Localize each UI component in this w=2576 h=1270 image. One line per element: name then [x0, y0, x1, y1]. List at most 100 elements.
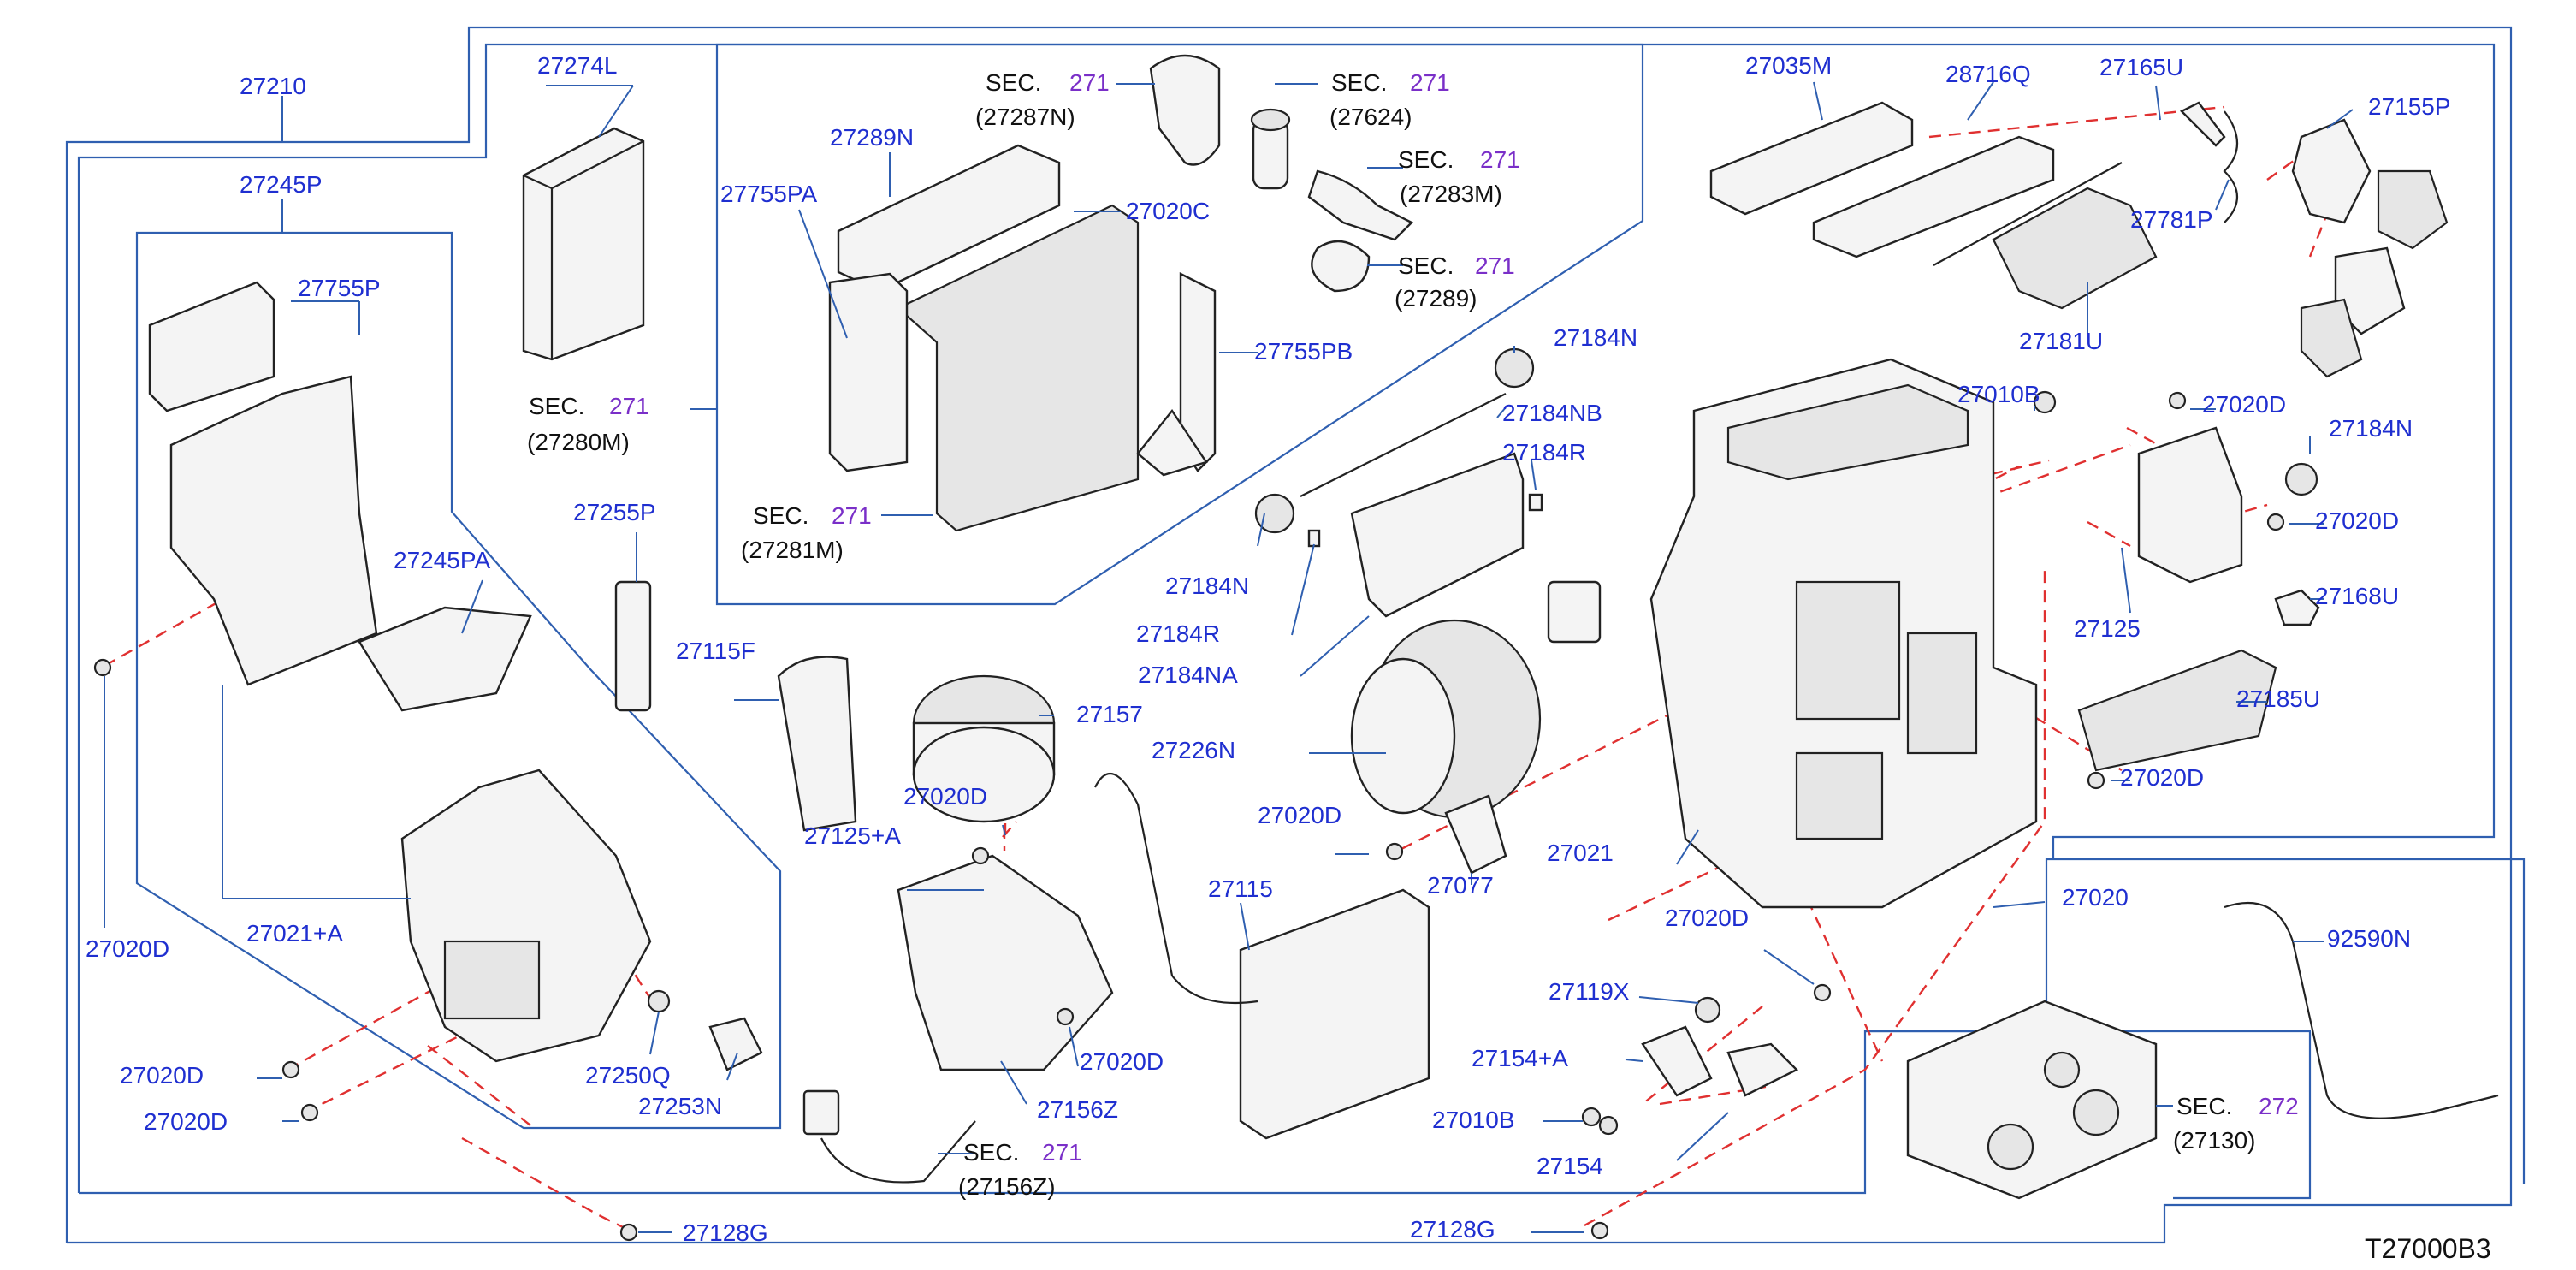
svg-text:SEC.: SEC. — [529, 393, 584, 419]
frame-27245P — [135, 231, 782, 1130]
svg-text:(27283M): (27283M) — [1400, 181, 1502, 207]
label-92590N: 92590N — [2327, 925, 2411, 952]
label-27020D-m4: 27020D — [1080, 1048, 1164, 1075]
label-27184N-b: 27184N — [1165, 573, 1249, 599]
label-27245P: 27245P — [240, 171, 323, 198]
svg-text:SEC.: SEC. — [2176, 1093, 2232, 1119]
secref-27281M: SEC. 271 (27281M) — [741, 502, 872, 563]
svg-text:(27130): (27130) — [2173, 1127, 2256, 1154]
grill-27245PA-shape — [358, 606, 532, 712]
label-27250Q: 27250Q — [585, 1062, 671, 1089]
door-27181U-shape — [1992, 187, 2158, 310]
svg-text:271: 271 — [1042, 1139, 1082, 1166]
label-27184NA: 27184NA — [1138, 662, 1238, 688]
svg-text:271: 271 — [1410, 69, 1450, 96]
label-27255P: 27255P — [573, 499, 656, 525]
label-27755PB: 27755PB — [1254, 338, 1353, 365]
svg-text:(27287N): (27287N) — [975, 104, 1075, 130]
part-labels: 27210 27274L 27245P 27755P 27289N 27755P… — [86, 52, 2451, 1246]
bracket-27255P-shape — [614, 580, 652, 712]
label-27077: 27077 — [1427, 872, 1494, 899]
label-27184N-a: 27184N — [1554, 324, 1637, 351]
section-references: SEC. 271 (27287N) SEC. 271 (27624) SEC. … — [527, 69, 2299, 1200]
label-27020D-m3: 27020D — [1665, 905, 1749, 931]
duct-27245P-shape — [169, 375, 378, 686]
label-27115: 27115 — [1208, 875, 1273, 902]
svg-text:271: 271 — [1069, 69, 1110, 96]
label-27184R-b: 27184R — [1136, 620, 1220, 647]
label-27184R-a: 27184R — [1502, 439, 1586, 466]
label-27289N: 27289N — [830, 124, 914, 151]
secref-27156Z: SEC. 271 (27156Z) — [958, 1139, 1082, 1200]
lever-27154-shape — [1726, 1042, 1799, 1097]
secref-27289: SEC. 271 (27289) — [1395, 252, 1515, 312]
svg-text:SEC.: SEC. — [753, 502, 808, 529]
label-27755PA: 27755PA — [720, 181, 817, 207]
actuator-27155P-shape — [2291, 118, 2372, 224]
svg-text:271: 271 — [1475, 252, 1515, 279]
part-illustrations — [93, 54, 2499, 1242]
label-27115F: 27115F — [676, 638, 755, 664]
label-27020D-r3: 27020D — [2120, 764, 2204, 791]
label-27154: 27154 — [1537, 1153, 1603, 1179]
svg-text:(27156Z): (27156Z) — [958, 1173, 1056, 1200]
label-27128G-b: 27128G — [1410, 1216, 1495, 1243]
svg-text:(27281M): (27281M) — [741, 537, 844, 563]
label-27020D-r2: 27020D — [2315, 507, 2399, 534]
label-27020D-m2: 27020D — [1258, 802, 1341, 828]
secref-27130: SEC. 272 (27130) — [2173, 1093, 2299, 1154]
seal-28716Q-shape — [1812, 135, 2055, 258]
case-27125A-shape — [897, 854, 1114, 1071]
svg-text:271: 271 — [1480, 146, 1520, 173]
knob-27184N-a — [1494, 347, 1535, 389]
label-27253N: 27253N — [638, 1093, 722, 1119]
svg-text:SEC.: SEC. — [986, 69, 1041, 96]
svg-text:SEC.: SEC. — [963, 1139, 1019, 1166]
label-27020C: 27020C — [1126, 198, 1210, 224]
svg-text:(27289): (27289) — [1395, 285, 1477, 312]
label-27020D-l2: 27020D — [120, 1062, 204, 1089]
label-27274L: 27274L — [537, 52, 617, 79]
diagram-code: T27000B3 — [2365, 1233, 2491, 1264]
label-27210: 27210 — [240, 73, 306, 99]
label-27165U: 27165U — [2099, 54, 2183, 80]
label-27156Z: 27156Z — [1037, 1096, 1118, 1123]
label-27185U: 27185U — [2236, 685, 2320, 712]
label-27184N-r: 27184N — [2329, 415, 2413, 442]
label-27021A: 27021+A — [246, 920, 343, 947]
svg-text:SEC.: SEC. — [1331, 69, 1387, 96]
filter-27184NA-shape — [1350, 452, 1525, 618]
label-27020D-l1: 27020D — [86, 935, 169, 962]
cabin-filter-shape — [522, 127, 645, 361]
label-27755P: 27755P — [298, 275, 381, 301]
label-27781P: 27781P — [2130, 206, 2213, 233]
label-27020D-r1: 27020D — [2202, 391, 2286, 418]
label-27245PA: 27245PA — [394, 547, 490, 573]
sensor-27156Z-shape — [802, 1089, 840, 1136]
label-27128G-a: 27128G — [683, 1220, 768, 1246]
secref-27287N: SEC. 271 (27287N) — [975, 69, 1110, 130]
svg-text:SEC.: SEC. — [1398, 252, 1454, 279]
sec-27283M-shape — [1307, 169, 1414, 241]
svg-text:271: 271 — [609, 393, 649, 419]
seal-27035M-shape — [1709, 101, 1914, 216]
label-27021: 27021 — [1547, 840, 1614, 866]
label-27010B-b: 27010B — [1432, 1107, 1515, 1133]
svg-text:(27280M): (27280M) — [527, 429, 630, 455]
label-27035M: 27035M — [1745, 52, 1832, 79]
knob-27184N-b — [1254, 493, 1295, 534]
hose-92590N-shape — [2224, 901, 2499, 1119]
secref-27283M: SEC. 271 (27283M) — [1398, 146, 1520, 207]
plate-27115F-shape — [777, 656, 857, 832]
label-27184NB: 27184NB — [1502, 400, 1602, 426]
heater-core-27115-shape — [1239, 888, 1430, 1140]
knob-27184N-r — [2284, 462, 2318, 496]
label-27181U: 27181U — [2019, 328, 2103, 354]
label-27020D-m1: 27020D — [903, 783, 987, 810]
label-27157: 27157 — [1076, 701, 1143, 727]
svg-text:272: 272 — [2259, 1093, 2299, 1119]
secref-27280M: SEC. 271 (27280M) — [527, 393, 649, 455]
label-27125: 27125 — [2074, 615, 2141, 642]
label-27020D-l3: 27020D — [144, 1108, 228, 1135]
